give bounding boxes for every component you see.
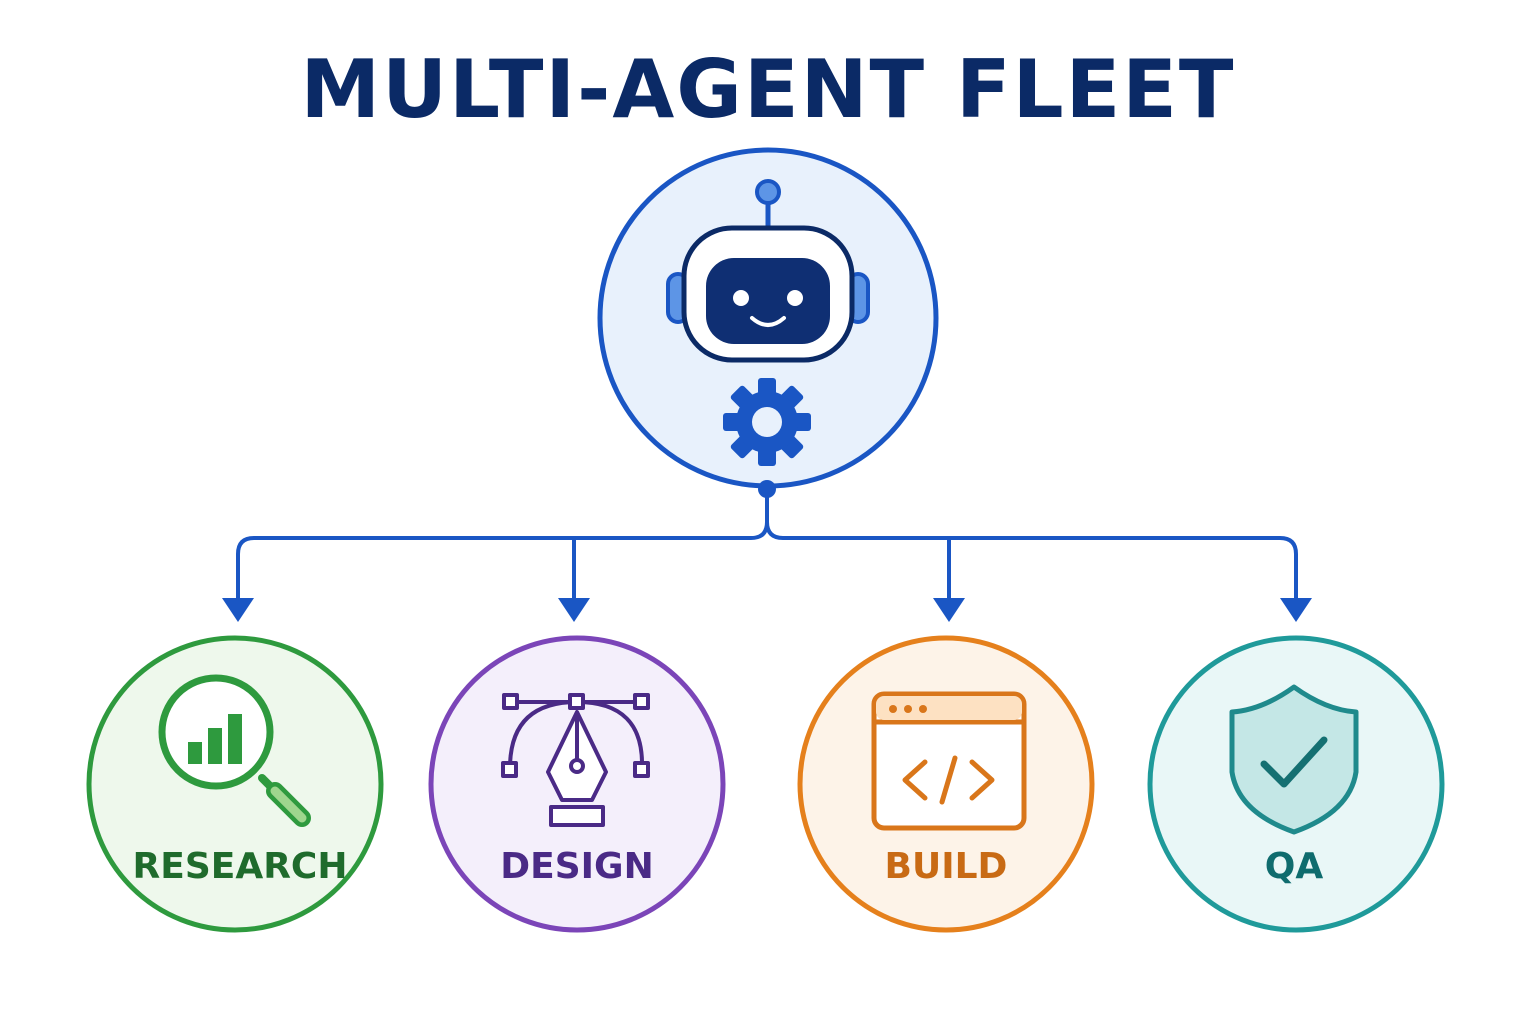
agent-label-qa: QA xyxy=(1265,846,1324,887)
arrow-build xyxy=(933,598,965,622)
magnifier-chart-icon xyxy=(158,674,311,827)
diagram-title: MULTI-AGENT FLEET xyxy=(300,43,1236,136)
arrow-qa xyxy=(1280,598,1312,622)
agent-node-qa: QA xyxy=(1147,635,1445,933)
agent-node-research: RESEARCH xyxy=(86,635,384,933)
agent-label-build: BUILD xyxy=(885,846,1008,887)
arrow-research xyxy=(222,598,254,622)
agent-label-research: RESEARCH xyxy=(133,846,348,887)
orchestrator-node xyxy=(597,147,939,489)
gear-icon xyxy=(723,378,811,466)
arrow-design xyxy=(558,598,590,622)
connector-arrowheads xyxy=(222,598,1312,622)
shield-check-icon xyxy=(1229,684,1359,835)
pen-tool-icon xyxy=(501,693,650,827)
agent-node-design: DESIGN xyxy=(428,635,726,933)
robot-icon xyxy=(666,179,870,363)
agent-node-build: BUILD xyxy=(797,635,1095,933)
code-window-icon xyxy=(871,691,1027,831)
agent-label-design: DESIGN xyxy=(500,846,653,887)
connector-lines xyxy=(236,480,1298,600)
